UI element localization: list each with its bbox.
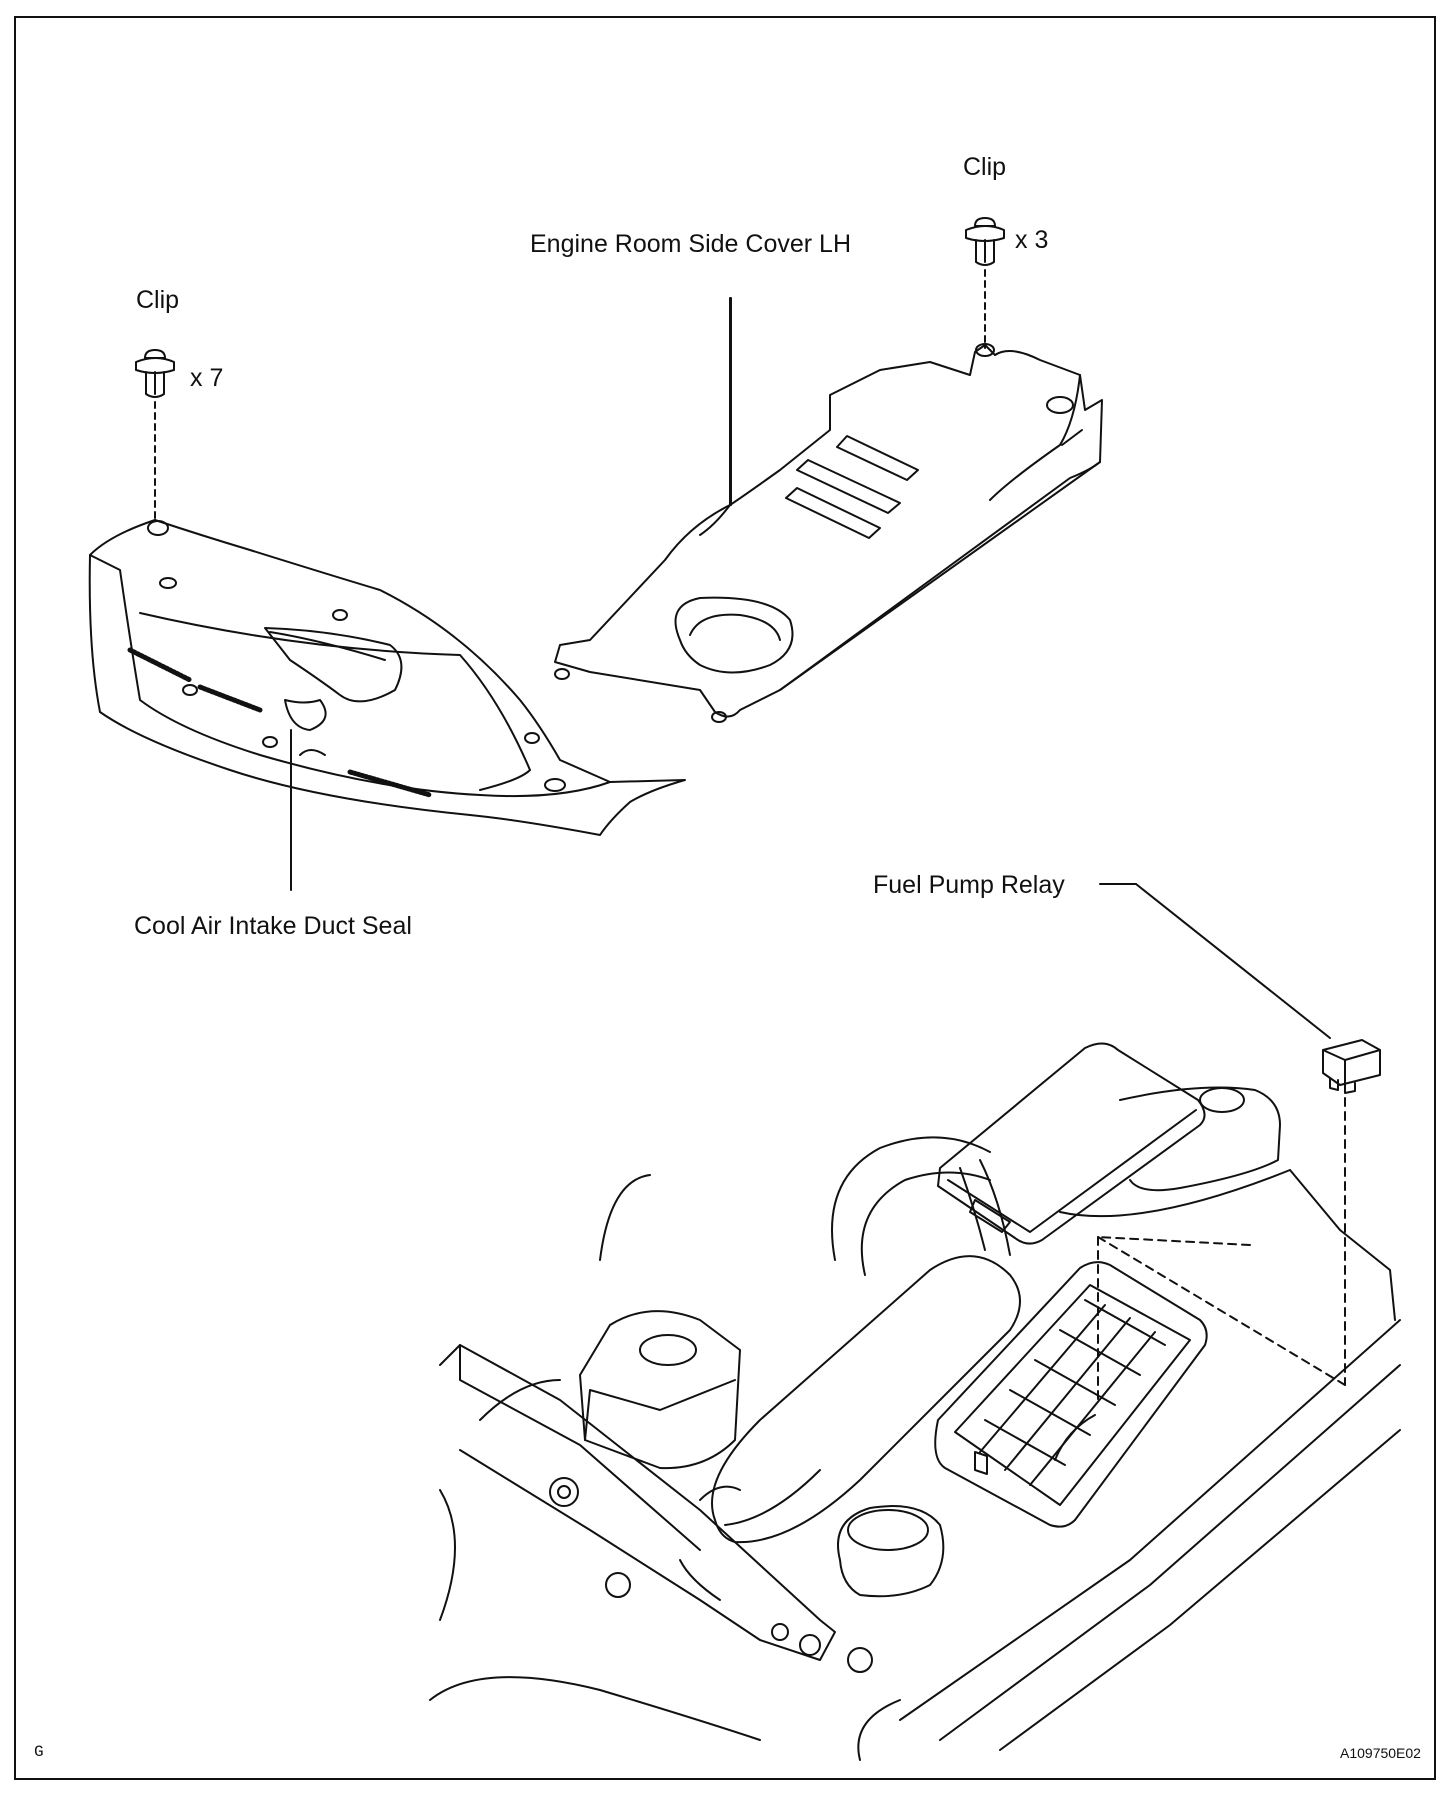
- clip-icon-right: [965, 217, 1005, 266]
- diagram-frame: [14, 16, 1436, 1780]
- corner-letter: G: [34, 1743, 44, 1761]
- engine-bay-drawing: [429, 1042, 1401, 1761]
- clip-left-label: Clip: [136, 286, 180, 314]
- cool-air-intake-duct-seal-label: Cool Air Intake Duct Seal: [134, 912, 412, 940]
- fuel-pump-relay-icon: [1322, 1039, 1381, 1094]
- clip-right-quantity: x 3: [1015, 226, 1049, 254]
- figure-code: A109750E02: [1340, 1745, 1421, 1761]
- fuel-pump-relay-label: Fuel Pump Relay: [873, 871, 1065, 899]
- clip-icon-left: [135, 349, 175, 398]
- clip-right-label: Clip: [963, 153, 1007, 181]
- engine-room-side-cover-label: Engine Room Side Cover LH: [530, 230, 851, 258]
- relay-leader-diagonal: [1135, 883, 1331, 1039]
- engine-room-side-cover: [554, 297, 1103, 723]
- clip-left-quantity: x 7: [190, 364, 224, 392]
- cool-air-intake-duct-seal: [88, 519, 686, 836]
